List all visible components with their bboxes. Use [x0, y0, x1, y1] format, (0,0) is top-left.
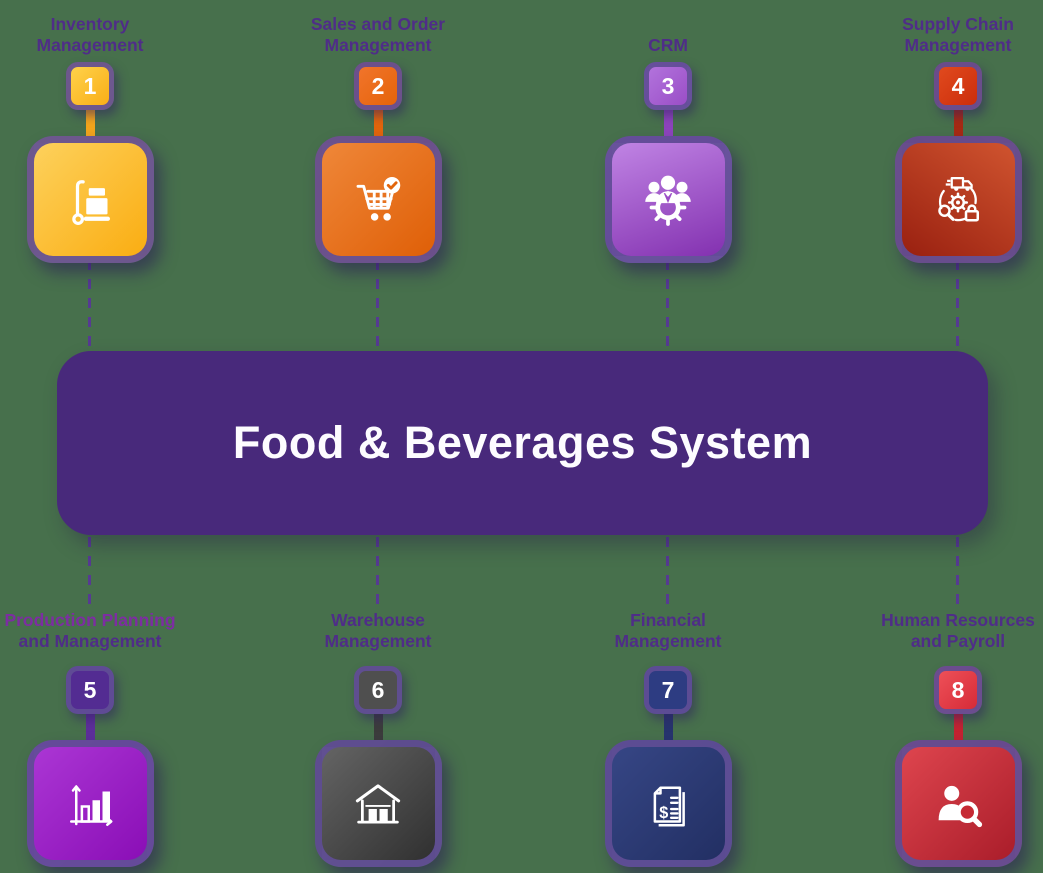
dashed-connector	[88, 260, 91, 351]
svg-text:$: $	[659, 803, 668, 821]
module-title: Human Resources and Payroll	[881, 610, 1035, 651]
module-warehouse-management: Warehouse Management 6	[285, 602, 471, 867]
module-tile	[26, 136, 154, 263]
module-tile	[314, 136, 442, 263]
connector-stem	[85, 108, 95, 138]
module-title: CRM	[648, 35, 688, 55]
module-number-badge: 6	[354, 666, 402, 714]
module-inventory-management: Inventory Management 1	[0, 8, 183, 263]
connector-stem	[953, 712, 963, 742]
module-crm: CRM 3	[575, 8, 761, 263]
dashed-connector	[956, 260, 959, 351]
module-number-badge: 2	[354, 62, 402, 110]
module-production-planning-management: Production Planning and Management 5	[0, 602, 183, 867]
dashed-connector	[376, 537, 379, 607]
dashed-connector	[956, 537, 959, 607]
module-tile	[314, 740, 442, 867]
module-sales-order-management: Sales and Order Management 2	[285, 8, 471, 263]
module-number-badge: 1	[66, 62, 114, 110]
dashed-connector	[88, 537, 91, 607]
module-human-resources-payroll: Human Resources and Payroll 8	[865, 602, 1043, 867]
module-title: Financial Management	[614, 610, 722, 651]
dashed-connector	[666, 260, 669, 351]
connector-stem	[663, 712, 673, 742]
module-number-badge: 8	[934, 666, 982, 714]
connector-stem	[663, 108, 673, 138]
system-title: Food & Beverages System	[232, 417, 813, 468]
module-number-badge: 3	[644, 62, 692, 110]
module-tile	[26, 740, 154, 867]
dashed-connector	[666, 537, 669, 607]
module-title: Supply Chain Management	[902, 14, 1014, 55]
module-supply-chain-management: Supply Chain Management 4	[865, 8, 1043, 263]
person-search-icon	[938, 785, 983, 827]
bar-chart-icon	[70, 784, 113, 826]
module-financial-management: Financial Management 7 $	[575, 602, 761, 867]
module-number-badge: 4	[934, 62, 982, 110]
system-banner: Food & Beverages System	[57, 351, 988, 535]
module-title: Inventory Management	[36, 14, 144, 55]
team-gear-icon	[645, 175, 691, 226]
module-tile	[604, 136, 732, 263]
hand-truck-icon	[72, 179, 110, 225]
invoice-icon: $	[653, 786, 685, 826]
connector-stem	[373, 712, 383, 742]
module-title: Warehouse Management	[324, 610, 432, 651]
supply-chain-cycle-icon	[938, 176, 979, 221]
module-tile	[894, 136, 1022, 263]
dashed-connector	[376, 260, 379, 351]
warehouse-icon	[355, 783, 401, 823]
module-number-badge: 5	[66, 666, 114, 714]
module-title: Sales and Order Management	[310, 14, 446, 55]
module-tile: $	[604, 740, 732, 867]
shopping-cart-check-icon	[356, 176, 401, 221]
module-number-badge: 7	[644, 666, 692, 714]
connector-stem	[373, 108, 383, 138]
connector-stem	[85, 712, 95, 742]
connector-stem	[953, 108, 963, 138]
module-title: Production Planning and Management	[4, 610, 176, 651]
module-tile	[894, 740, 1022, 867]
